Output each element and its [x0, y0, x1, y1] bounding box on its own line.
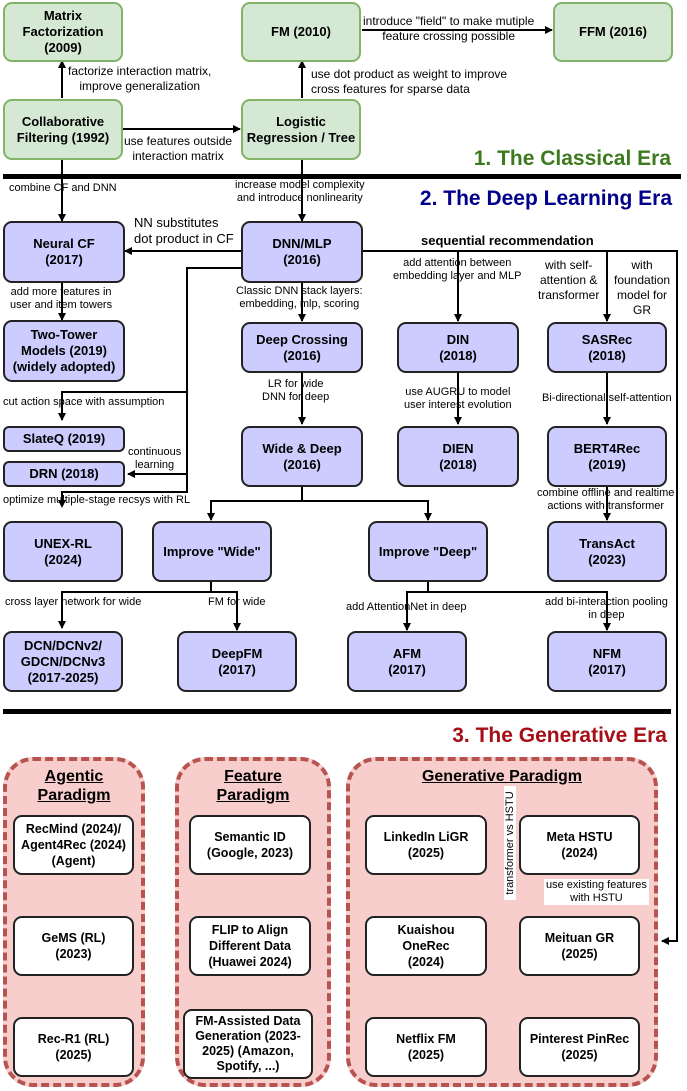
edge-label-cf-lr: use features outside interaction matrix: [124, 134, 233, 163]
sequential-recommendation-label: sequential recommendation: [421, 233, 594, 248]
node-din[interactable]: DIN (2018): [397, 322, 519, 373]
edge-label-seq-gr: with foundation model for GR: [614, 258, 671, 317]
edge-label-dcn: cross layer network for wide: [5, 596, 142, 608]
node-two-tower[interactable]: Two-Tower Models (2019) (widely adopted): [3, 320, 125, 382]
node-afm[interactable]: AFM (2017): [347, 631, 467, 692]
edge-label-cf-ncf: combine CF and DNN: [9, 182, 117, 194]
feature-item-fm-assisted[interactable]: FM-Assisted Data Generation (2023- 2025)…: [183, 1009, 313, 1079]
edge-label-slateq: cut action space with assumption: [3, 396, 165, 408]
line-wd-split: [207, 487, 303, 521]
gen-item-meituan-gr[interactable]: Meituan GR (2025): [519, 916, 640, 976]
edge-label-din-dien: use AUGRU to model user interest evoluti…: [404, 386, 512, 411]
node-deepfm[interactable]: DeepFM (2017): [177, 631, 297, 692]
edge-label-dc-wd: LR for wide DNN for deep: [262, 378, 330, 403]
era-divider-2: [3, 709, 671, 714]
line-slateq: [58, 391, 187, 421]
edge-label-nfm: add bi-interaction pooling in deep: [545, 596, 668, 621]
edge-label-sas-bert: Bi-directional self-attention: [542, 392, 672, 404]
node-dcn[interactable]: DCN/DCNv2/ GDCN/DCNv3 (2017-2025): [3, 631, 123, 692]
node-drn[interactable]: DRN (2018): [3, 461, 125, 487]
node-unex-rl[interactable]: UNEX-RL (2024): [3, 521, 123, 582]
edge-label-dnn-dc: Classic DNN stack layers: embedding, mlp…: [236, 285, 363, 310]
node-collaborative-filtering[interactable]: Collaborative Filtering (1992): [3, 99, 123, 160]
node-dien[interactable]: DIEN (2018): [397, 426, 519, 487]
edge-label-lr-dnn: increase model complexity and introduce …: [235, 179, 365, 204]
line-deep-nfm: [428, 591, 611, 631]
node-deep-crossing[interactable]: Deep Crossing (2016): [241, 322, 363, 373]
node-matrix-factorization[interactable]: Matrix Factorization (2009): [3, 2, 123, 62]
line-wide-deepfm: [211, 591, 241, 631]
gen-item-pinterest-pinrec[interactable]: Pinterest PinRec (2025): [519, 1017, 640, 1077]
node-neural-cf[interactable]: Neural CF (2017): [3, 221, 125, 283]
edge-label-hstu-meituan: use existing features with HSTU: [544, 879, 649, 905]
edge-label-seq-sasrec: with self- attention & transformer: [538, 258, 600, 302]
feature-item-semantic-id[interactable]: Semantic ID (Google, 2023): [189, 815, 311, 875]
era-title-generative: 3. The Generative Era: [452, 724, 667, 747]
era-title-deep-learning: 2. The Deep Learning Era: [419, 187, 672, 210]
node-slateq[interactable]: SlateQ (2019): [3, 426, 125, 452]
node-wide-deep[interactable]: Wide & Deep (2016): [241, 426, 363, 487]
edge-label-bert-transact: combine offline and realtime actions wit…: [537, 487, 675, 512]
edge-label-cf-mf: factorize interaction matrix, improve ge…: [68, 64, 212, 93]
gen-item-kuaishou-onerec[interactable]: Kuaishou OneRec (2024): [365, 916, 487, 976]
edge-label-hstu-ligr: transformer vs HSTU: [504, 786, 516, 900]
agentic-item-recmind[interactable]: RecMind (2024)/ Agent4Rec (2024) (Agent): [13, 815, 134, 875]
era-title-classical: 1. The Classical Era: [473, 147, 671, 170]
node-fm-2010[interactable]: FM (2010): [241, 2, 361, 62]
gen-item-meta-hstu[interactable]: Meta HSTU (2024): [519, 815, 640, 875]
agentic-item-gems[interactable]: GeMS (RL) (2023): [13, 916, 134, 976]
node-improve-deep[interactable]: Improve "Deep": [368, 521, 488, 582]
line-wide-dcn: [58, 582, 212, 629]
edge-label-afm: add AttentionNet in deep: [346, 601, 467, 613]
gen-item-netflix-fm[interactable]: Netflix FM (2025): [365, 1017, 487, 1077]
node-nfm[interactable]: NFM (2017): [547, 631, 667, 692]
edge-label-dnn-ncf: NN substitutes dot product in CF: [134, 215, 234, 246]
node-dnn-mlp[interactable]: DNN/MLP (2016): [241, 221, 363, 283]
agentic-item-rec-r1[interactable]: Rec-R1 (RL) (2025): [13, 1017, 134, 1077]
edge-label-deepfm: FM for wide: [208, 596, 266, 608]
era-divider-1: [3, 174, 681, 179]
edge-label-ncf-tt: add more features in user and item tower…: [10, 286, 113, 311]
feature-item-flip[interactable]: FLIP to Align Different Data (Huawei 202…: [189, 916, 311, 976]
line-wd-split-right: [302, 500, 432, 521]
line-sequential: [362, 250, 678, 945]
edge-label-fm-ffm: introduce "field" to make mutiple featur…: [363, 14, 535, 43]
line-dnn-rl-branch: [61, 267, 242, 501]
edge-label-seq-din: add attention between embedding layer an…: [393, 257, 522, 282]
agentic-paradigm-title: Agentic Paradigm: [37, 768, 111, 804]
node-transact[interactable]: TransAct (2023): [547, 521, 667, 582]
node-improve-wide[interactable]: Improve "Wide": [152, 521, 272, 582]
line-deep-afm: [403, 582, 429, 631]
node-sasrec[interactable]: SASRec (2018): [547, 322, 667, 373]
edge-label-drn: continuous learning: [128, 446, 182, 471]
node-bert4rec[interactable]: BERT4Rec (2019): [547, 426, 667, 487]
node-ffm[interactable]: FFM (2016): [553, 2, 673, 62]
generative-paradigm-title: Generative Paradigm: [421, 768, 583, 785]
gen-item-linkedin-ligr[interactable]: LinkedIn LiGR (2025): [365, 815, 487, 875]
edge-label-unex: optimize multiple-stage recsys with RL: [3, 494, 191, 506]
edge-label-lr-fm: use dot product as weight to improve cro…: [311, 67, 508, 96]
feature-paradigm-title: Feature Paradigm: [216, 768, 290, 804]
node-logistic-regression[interactable]: Logistic Regression / Tree: [241, 99, 361, 160]
